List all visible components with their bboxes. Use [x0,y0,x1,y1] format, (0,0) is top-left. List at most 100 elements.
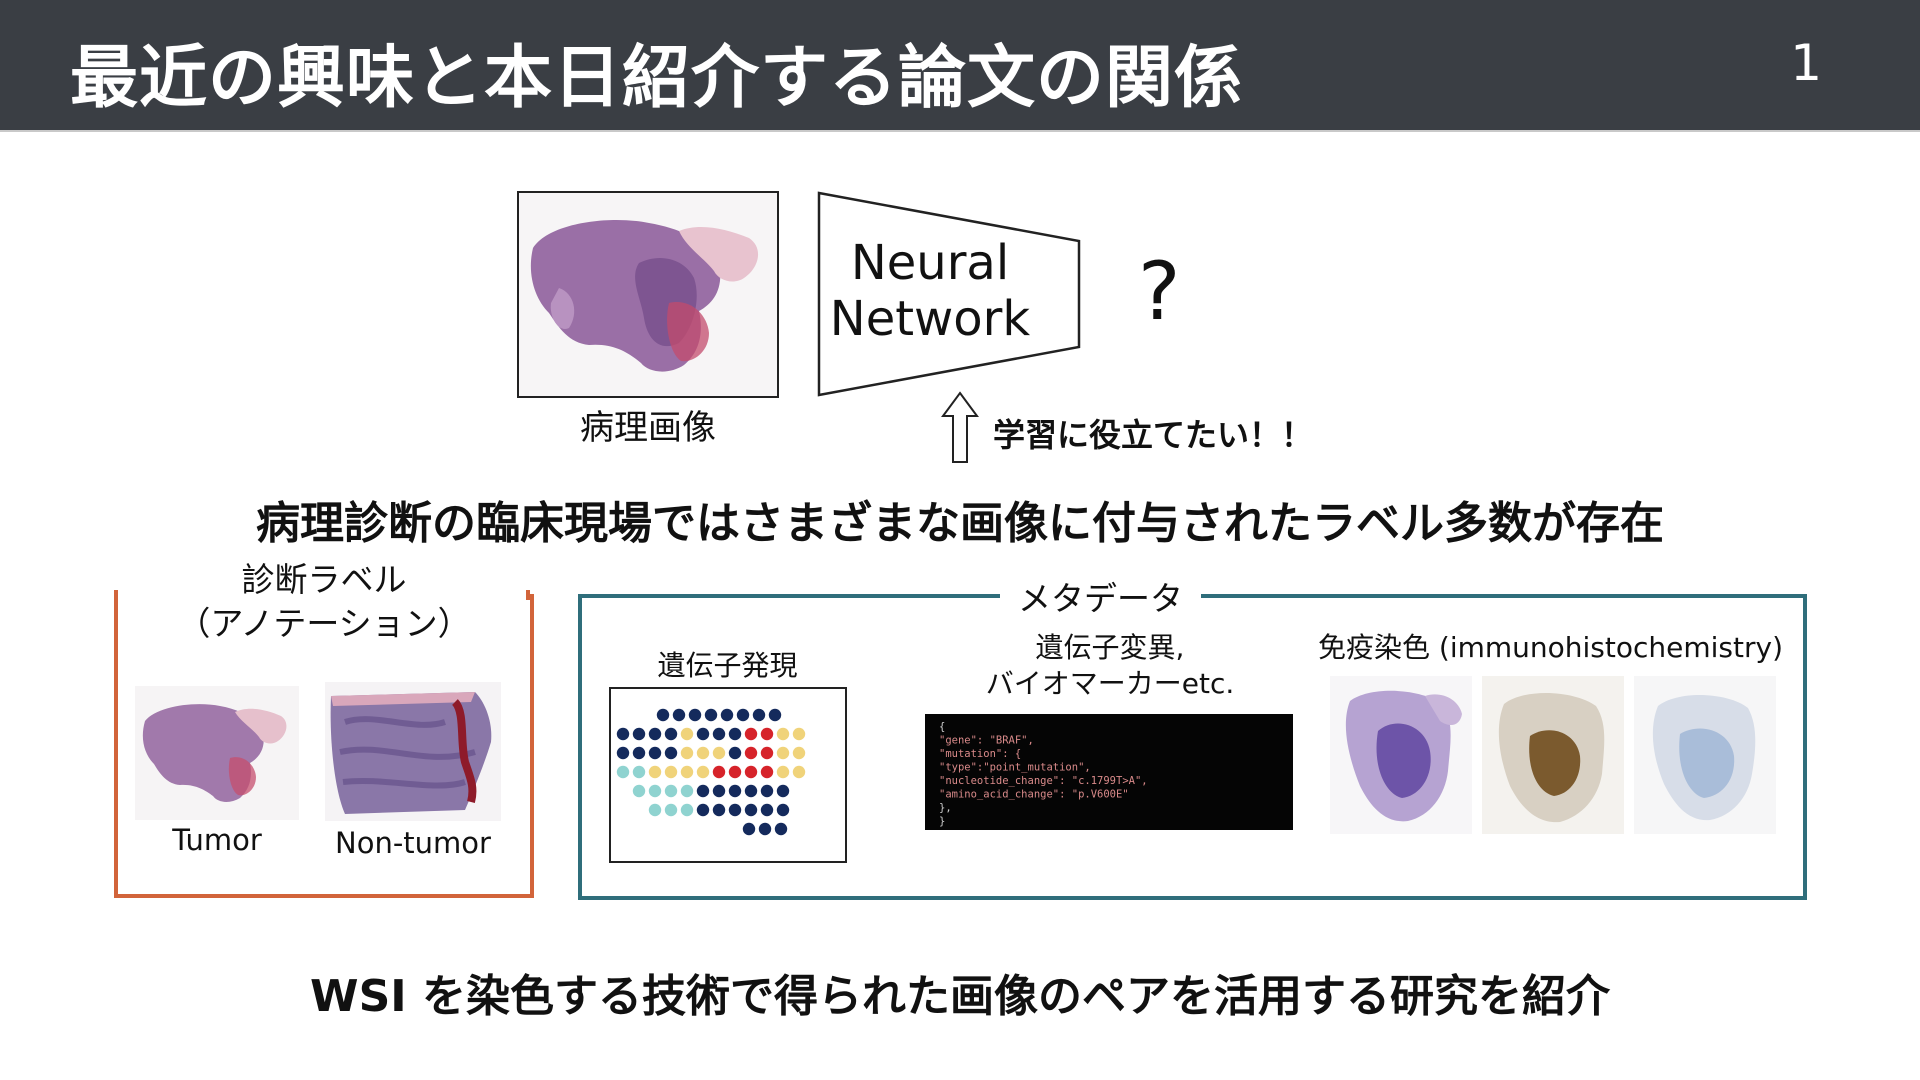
expression-dot [697,804,709,816]
tumor-caption: Tumor [135,823,299,857]
expression-dot [761,766,773,778]
expression-dot [745,785,757,797]
expression-dot [665,804,677,816]
gene-mutation-title: 遺伝子変異, バイオマーカーetc. [975,630,1245,702]
expression-dot [729,747,741,759]
mutation-json-code: { "gene": "BRAF", "mutation": { "type":"… [925,714,1293,830]
expression-dot [633,747,645,759]
gene-expression-grid [609,687,847,863]
expression-dot [649,747,661,759]
expression-dot [761,804,773,816]
code-line: "amino_acid_change": "p.V600E" [939,789,1129,801]
annotation-box-corner-right [526,590,530,600]
slide-title: 最近の興味と本日紹介する論文の関係 [70,22,1243,121]
expression-dot [737,709,749,721]
network-label-line1: Neural [820,235,1040,291]
expression-dot [729,785,741,797]
expression-dot [633,785,645,797]
expression-dot [761,747,773,759]
headline: 病理診断の臨床現場ではさまざまな画像に付与されたラベル多数が存在 [0,487,1920,551]
up-arrow-icon [940,390,980,465]
expression-dot [665,728,677,740]
expression-dot [617,728,629,740]
expression-dot [697,747,709,759]
ihc-title: 免疫染色 (immunohistochemistry) [1318,626,1783,666]
expression-dot [649,728,661,740]
page-number: 1 [1790,34,1822,92]
expression-dot [633,728,645,740]
expression-dot [633,766,645,778]
pathology-image [517,191,779,398]
ihc-image-3 [1634,676,1776,834]
metadata-title: メタデータ [1000,572,1201,620]
expression-dot [649,785,661,797]
expression-dot [777,804,789,816]
expression-dot [721,709,733,721]
annotation-box-corner-left [114,590,118,600]
expression-dot [761,728,773,740]
footer-text: WSI を染色する技術で得られた画像のペアを活用する研究を紹介 [0,960,1920,1024]
expression-dot [665,785,677,797]
tumor-image [135,686,299,820]
expression-dot [793,766,805,778]
ihc-image-1 [1330,676,1472,834]
expression-dot [777,785,789,797]
expression-dot [759,823,771,835]
expression-dot [745,728,757,740]
expression-dot [745,766,757,778]
gene-expression-title: 遺伝子発現 [610,644,845,684]
expression-dot [745,747,757,759]
non-tumor-caption: Non-tumor [318,826,508,860]
expression-dot [777,728,789,740]
expression-dot [775,823,787,835]
expression-dot [649,766,661,778]
expression-dot [713,728,725,740]
expression-dot [777,747,789,759]
expression-dot [705,709,717,721]
expression-dot [713,785,725,797]
neural-network-label: Neural Network [820,235,1040,347]
expression-dot [673,709,685,721]
network-label-line2: Network [820,291,1040,347]
expression-dot [649,804,661,816]
expression-dot [713,766,725,778]
expression-dot [729,728,741,740]
gene-mutation-title-line2: バイオマーカーetc. [975,666,1245,702]
expression-dot [617,747,629,759]
expression-dot [793,747,805,759]
code-line: "nucleotide_change": "c.1799T>A", [939,775,1148,787]
expression-dot [681,785,693,797]
expression-dot [665,747,677,759]
pathology-image-caption: 病理画像 [517,400,779,449]
expression-dot [713,747,725,759]
expression-dot [769,709,781,721]
expression-dot [753,709,765,721]
code-line: }, [939,802,952,814]
expression-dot [697,728,709,740]
gene-mutation-title-line1: 遺伝子変異, [975,630,1245,666]
expression-dot [793,728,805,740]
question-mark: ? [1138,245,1180,338]
code-line: "gene": "BRAF", [939,735,1034,747]
expression-dot [617,766,629,778]
expression-dot [681,804,693,816]
ihc-image-2 [1482,676,1624,834]
code-line: { [939,721,945,733]
expression-dot [697,785,709,797]
non-tumor-image [325,682,501,821]
expression-dot [657,709,669,721]
expression-dot [729,766,741,778]
code-line: "mutation": { [939,748,1021,760]
code-line: } [939,816,945,828]
expression-dot [713,804,725,816]
expression-dot [777,766,789,778]
expression-dot [743,823,755,835]
gene-expression-dots [611,689,845,861]
expression-dot [689,709,701,721]
expression-dot [681,728,693,740]
expression-dot [681,747,693,759]
code-line: "type":"point_mutation", [939,762,1091,774]
expression-dot [665,766,677,778]
expression-dot [681,766,693,778]
expression-dot [697,766,709,778]
